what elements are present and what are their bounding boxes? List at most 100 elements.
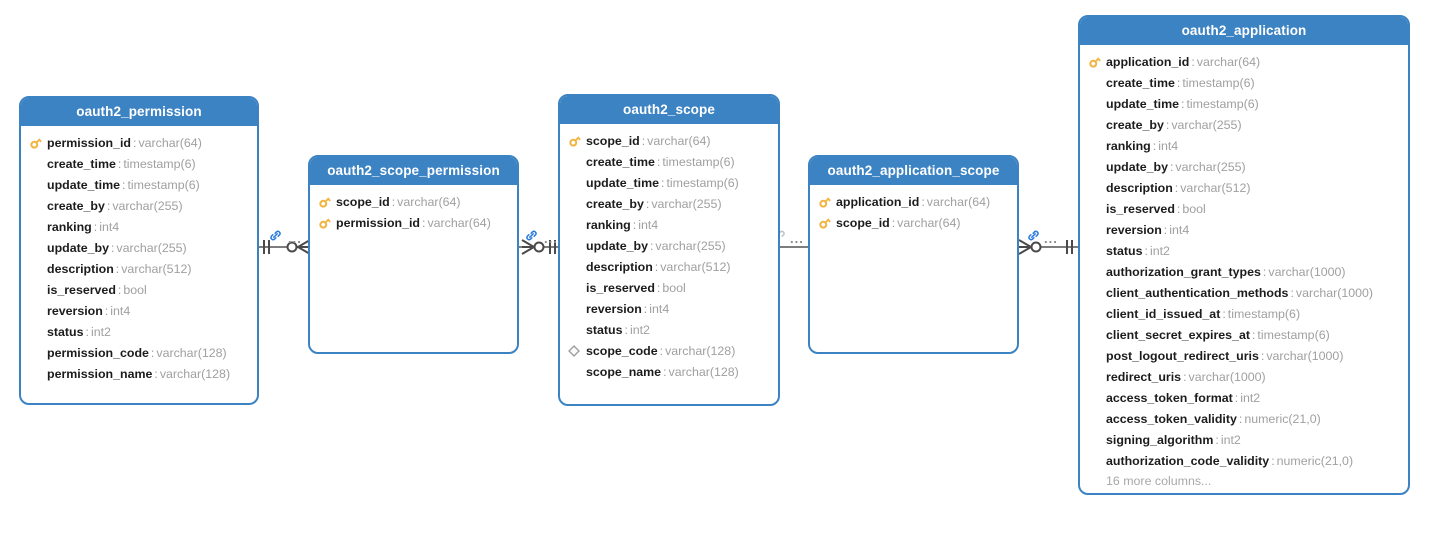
entity-title[interactable]: oauth2_application	[1080, 17, 1408, 45]
link-icon[interactable]	[268, 228, 283, 243]
column-row[interactable]: application_id:varchar(64)	[1080, 51, 1408, 72]
column-row[interactable]: update_by:varchar(255)	[1080, 156, 1408, 177]
column-type: varchar(128)	[665, 343, 736, 358]
column-row[interactable]: create_time:timestamp(6)	[21, 153, 257, 174]
column-row[interactable]: is_reserved:bool	[560, 277, 778, 298]
column-icon-none	[1088, 306, 1106, 322]
entity-title[interactable]: oauth2_application_scope	[810, 157, 1017, 185]
column-row[interactable]: is_reserved:bool	[21, 279, 257, 300]
column-row[interactable]: status:int2	[1080, 240, 1408, 261]
column-row[interactable]: create_time:timestamp(6)	[1080, 72, 1408, 93]
entity-table-oauth2-application-scope[interactable]: oauth2_application_scope application_id:…	[808, 155, 1019, 354]
column-row[interactable]: update_time:timestamp(6)	[1080, 93, 1408, 114]
column-row[interactable]: redirect_uris:varchar(1000)	[1080, 366, 1408, 387]
relationship-connector-scope-permission-scope[interactable]	[518, 236, 562, 258]
column-name: reversion	[586, 301, 642, 316]
column-row[interactable]: application_id:varchar(64)	[810, 191, 1017, 212]
column-name: permission_name	[47, 366, 153, 381]
relationship-connector-application-scope-application[interactable]	[1017, 236, 1081, 258]
column-row[interactable]: scope_id:varchar(64)	[310, 191, 517, 212]
column-type: varchar(128)	[159, 366, 231, 381]
column-row[interactable]: signing_algorithm:int2	[1080, 429, 1408, 450]
entity-title[interactable]: oauth2_permission	[21, 98, 257, 126]
column-row[interactable]: create_by:varchar(255)	[560, 193, 778, 214]
column-row[interactable]: update_time:timestamp(6)	[560, 172, 778, 193]
column-type: timestamp(6)	[666, 175, 739, 190]
column-row[interactable]: description:varchar(512)	[1080, 177, 1408, 198]
column-row[interactable]: is_reserved:bool	[1080, 198, 1408, 219]
column-row[interactable]: scope_name:varchar(128)	[560, 361, 778, 382]
column-row[interactable]: post_logout_redirect_uris:varchar(1000)	[1080, 345, 1408, 366]
primary-key-icon	[1088, 54, 1106, 70]
column-row[interactable]: scope_id:varchar(64)	[810, 212, 1017, 233]
column-row[interactable]: authorization_grant_types:varchar(1000)	[1080, 261, 1408, 282]
relationship-more-dots[interactable]: ...	[544, 231, 558, 246]
column-row[interactable]: create_time:timestamp(6)	[560, 151, 778, 172]
column-name: update_by	[47, 240, 109, 255]
column-type: varchar(64)	[427, 215, 491, 230]
column-name: redirect_uris	[1106, 369, 1182, 384]
column-row[interactable]: update_time:timestamp(6)	[21, 174, 257, 195]
entity-table-oauth2-scope-permission[interactable]: oauth2_scope_permission scope_id:varchar…	[308, 155, 519, 354]
entity-table-oauth2-scope[interactable]: oauth2_scope scope_id:varchar(64)create_…	[558, 94, 780, 406]
column-name: permission_id	[336, 215, 421, 230]
column-row[interactable]: access_token_format:int2	[1080, 387, 1408, 408]
column-row[interactable]: update_by:varchar(255)	[560, 235, 778, 256]
column-separator: :	[1234, 390, 1239, 405]
relationship-more-dots[interactable]: ...	[790, 231, 804, 246]
entity-table-oauth2-permission[interactable]: oauth2_permission permission_id:varchar(…	[19, 96, 259, 405]
column-type: varchar(64)	[138, 135, 202, 150]
column-icon-none	[568, 217, 586, 233]
link-icon[interactable]	[524, 228, 539, 243]
column-row[interactable]: permission_id:varchar(64)	[21, 132, 257, 153]
column-row[interactable]: reversion:int4	[560, 298, 778, 319]
column-separator: :	[110, 240, 115, 255]
column-icon-none	[1088, 348, 1106, 364]
column-row[interactable]: description:varchar(512)	[560, 256, 778, 277]
relationship-more-dots[interactable]: ...	[1044, 231, 1058, 246]
column-row[interactable]: reversion:int4	[21, 300, 257, 321]
column-name: post_logout_redirect_uris	[1106, 348, 1259, 363]
link-icon[interactable]	[1026, 228, 1041, 243]
column-icon-none	[1088, 264, 1106, 280]
column-row[interactable]: description:varchar(512)	[21, 258, 257, 279]
column-row[interactable]: create_by:varchar(255)	[1080, 114, 1408, 135]
column-type: varchar(1000)	[1266, 348, 1344, 363]
column-icon-none	[1088, 327, 1106, 343]
link-icon[interactable]	[772, 228, 787, 243]
column-row[interactable]: status:int2	[21, 321, 257, 342]
column-row[interactable]: authorization_code_validity:numeric(21,0…	[1080, 450, 1408, 471]
column-row[interactable]: permission_id:varchar(64)	[310, 212, 517, 233]
column-name: scope_id	[836, 215, 890, 230]
primary-key-icon	[568, 133, 586, 149]
column-name: ranking	[47, 219, 92, 234]
more-columns-label[interactable]: 16 more columns...	[1106, 474, 1212, 488]
column-row[interactable]: client_id_issued_at:timestamp(6)	[1080, 303, 1408, 324]
column-row[interactable]: permission_name:varchar(128)	[21, 363, 257, 384]
column-row[interactable]: client_secret_expires_at:timestamp(6)	[1080, 324, 1408, 345]
column-name: scope_id	[586, 133, 640, 148]
column-row[interactable]: ranking:int4	[1080, 135, 1408, 156]
column-icon-none	[1088, 369, 1106, 385]
column-row[interactable]: scope_id:varchar(64)	[560, 130, 778, 151]
entity-title[interactable]: oauth2_scope	[560, 96, 778, 124]
column-row[interactable]: reversion:int4	[1080, 219, 1408, 240]
column-row[interactable]: ranking:int4	[560, 214, 778, 235]
entity-table-oauth2-application[interactable]: oauth2_application application_id:varcha…	[1078, 15, 1410, 495]
column-row[interactable]: update_by:varchar(255)	[21, 237, 257, 258]
entity-title[interactable]: oauth2_scope_permission	[310, 157, 517, 185]
column-row[interactable]: permission_code:varchar(128)	[21, 342, 257, 363]
column-type: int2	[90, 324, 111, 339]
column-name: status	[1106, 243, 1143, 258]
column-row[interactable]: access_token_validity:numeric(21,0)	[1080, 408, 1408, 429]
column-name: permission_id	[47, 135, 132, 150]
column-type: int4	[110, 303, 131, 318]
relationship-more-dots[interactable]: ...	[288, 231, 302, 246]
column-row[interactable]: status:int2	[560, 319, 778, 340]
column-icon-none	[29, 240, 47, 256]
column-row[interactable]: create_by:varchar(255)	[21, 195, 257, 216]
column-row[interactable]: ranking:int4	[21, 216, 257, 237]
column-row[interactable]: scope_code:varchar(128)	[560, 340, 778, 361]
column-icon-none	[568, 322, 586, 338]
column-row[interactable]: client_authentication_methods:varchar(10…	[1080, 282, 1408, 303]
